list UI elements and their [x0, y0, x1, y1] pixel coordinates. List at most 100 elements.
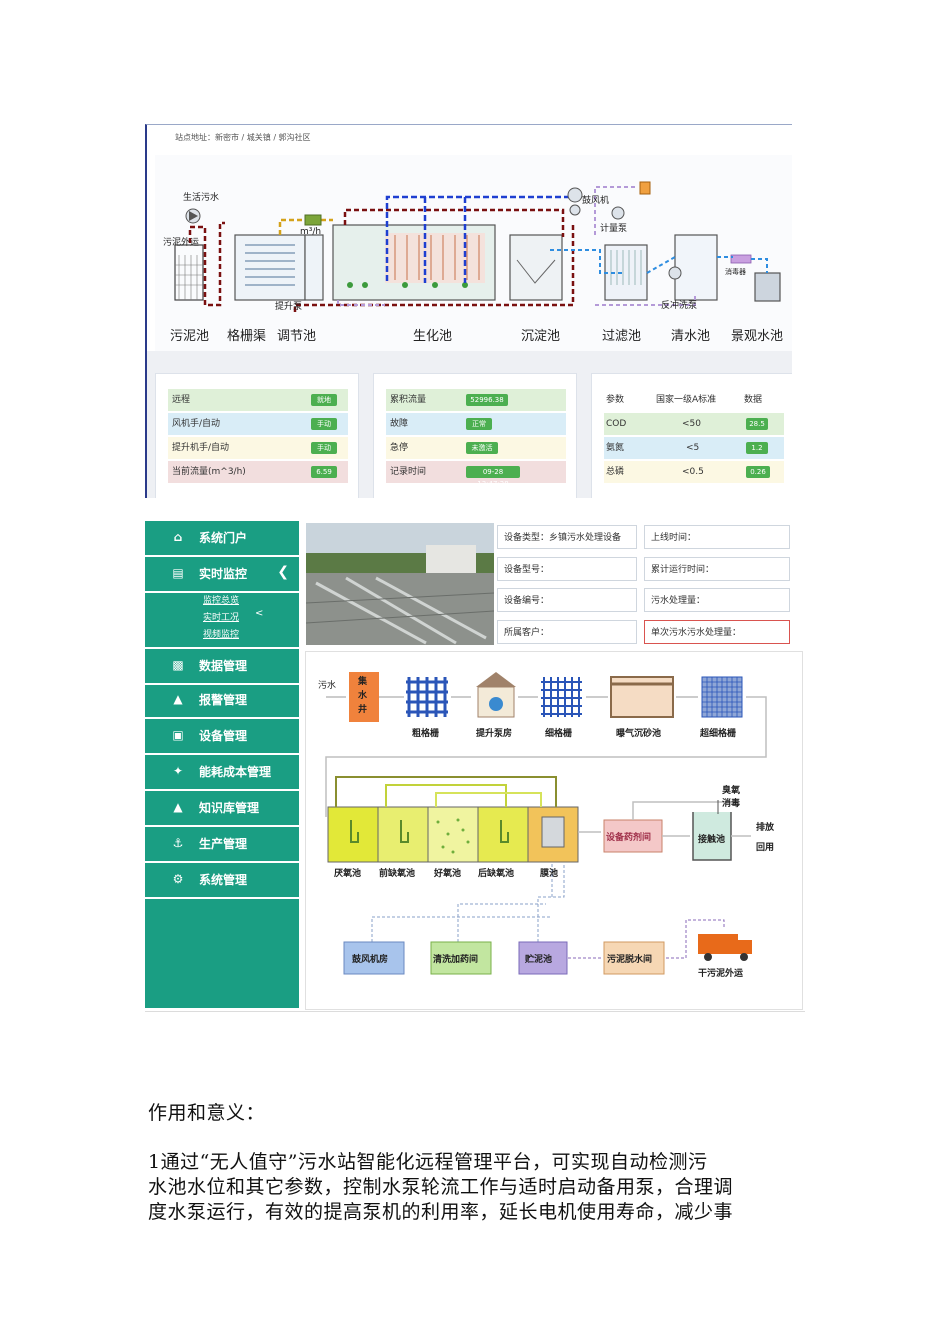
aerobic-tank-shape: [427, 806, 479, 863]
outlet-reuse-label: 回用: [756, 843, 775, 853]
status-row: 远程 就地: [168, 389, 348, 411]
outlet-discharge-label: 排放: [756, 823, 775, 833]
label-blower: 鼓风机: [582, 196, 610, 206]
sludge-pipe: [188, 221, 225, 307]
recycle-line-3: [435, 792, 542, 807]
coarse-screen-label: 粗格栅: [412, 729, 440, 739]
paragraph-line-2: 水池水位和其它参数，控制水泵轮流工作与适时启动备用泵，合理调: [148, 1176, 734, 1198]
anaerobic-tank-shape: [327, 806, 379, 863]
nav-item-realtime[interactable]: ▤ 实时监控 ❮: [145, 557, 299, 593]
quality-badge: 28.5: [746, 418, 768, 430]
landscape-pool-shape: [754, 272, 781, 302]
filter-media: [610, 250, 642, 285]
tank-label-regulating: 调节池: [277, 329, 317, 344]
clear-water-tank-shape: [674, 234, 718, 301]
graduation-cap-icon: ▲: [173, 800, 183, 814]
status-row: 当前流量(m^3/h) 6.59: [168, 461, 348, 483]
platform-screenshot: ⌂ 系统门户 ▤ 实时监控 ❮ 监控总览 实时工况 < 视频监控 ▩ 数据管理 …: [145, 521, 805, 1012]
label-backwash-pump: 反冲洗泵: [661, 301, 698, 311]
dosing-pump-icon: [611, 206, 625, 220]
post-anoxic-label: 后缺氧池: [478, 869, 515, 879]
quality-row: COD <50 28.5: [604, 413, 784, 435]
anchor-icon: ⚓: [172, 836, 184, 850]
subnav-video[interactable]: 视频监控: [203, 630, 240, 640]
lift-pump-house-label: 提升泵房: [476, 729, 513, 739]
flow-badge: 52996.38: [466, 394, 508, 406]
air-line: [371, 916, 552, 942]
subnav-realtime[interactable]: 实时工况: [203, 613, 240, 623]
cleaning-dosing-label: 清洗加药间: [433, 955, 479, 965]
pre-anoxic-label: 前缺氧池: [379, 869, 416, 879]
status-badge: 手动: [311, 418, 337, 430]
nav-item-device[interactable]: ▣ 设备管理: [145, 719, 299, 755]
quality-row: 氨氮 <5 1.2: [604, 437, 784, 459]
collect-well-shape: [349, 672, 379, 722]
device-number-field: 设备编号：: [497, 588, 637, 612]
bio-media: [394, 235, 480, 280]
collect-well-label-3: 井: [358, 705, 368, 715]
dosing-pipe: [594, 186, 635, 235]
dosing-tank-icon: [639, 181, 651, 195]
chevron-left-icon[interactable]: <: [255, 608, 264, 619]
label-flow-unit: m³/h: [300, 227, 322, 237]
nav-item-portal[interactable]: ⌂ 系统门户: [145, 521, 299, 557]
ozone-label-1: 臭氧: [722, 786, 741, 796]
chem-line: [457, 903, 546, 942]
dosing-room-shape: [603, 819, 663, 853]
fine-screen-shape: [541, 677, 582, 717]
sludge-dewatering-label: 污泥脱水间: [607, 955, 653, 965]
process-flow: 污水 集 水 井 粗格栅 提升泵房 细格栅 曝气沉砂池 超细格栅 厌氧池 前缺氧…: [305, 651, 803, 1010]
sludge-line: [537, 864, 565, 942]
monitor-icon: ▤: [172, 566, 184, 580]
overflow-pipe: [337, 300, 385, 306]
nav-item-alarm[interactable]: ▲ 报警管理: [145, 683, 299, 719]
subnav-overview[interactable]: 监控总览: [203, 596, 240, 606]
flow-panel: 累积流量 52996.38 故障 正常 急停 未激活 记录时间 09-28 13…: [373, 373, 577, 498]
sedimentation-tank-shape: [509, 234, 563, 301]
chevron-left-icon[interactable]: ❮: [277, 564, 289, 580]
quality-badge: 1.2: [746, 442, 768, 454]
plant-photo: [306, 523, 494, 645]
truck-body: [698, 934, 738, 954]
settling-cone: [516, 259, 556, 284]
return-sludge-pipe: [343, 208, 565, 237]
nav-item-production[interactable]: ⚓ 生产管理: [145, 827, 299, 863]
fine-screen-label: 细格栅: [545, 729, 573, 739]
device-type-field: 设备类型：乡镇污水处理设备: [497, 525, 637, 549]
site-address: 站点地址：新密市 / 城关镇 / 郭沟社区: [175, 133, 311, 142]
flow-badge: 未激活: [466, 442, 498, 454]
nav-item-knowledge[interactable]: ▲ 知识库管理: [145, 791, 299, 827]
treatment-volume-field: 污水处理量：: [644, 588, 790, 612]
aerobic-label: 好氧池: [434, 869, 462, 879]
runtime-field: 累计运行时间：: [644, 557, 790, 581]
flow-badge: 09-28 13:47:28: [466, 466, 520, 488]
membrane-label: 膜池: [540, 869, 559, 879]
sludge-dewatering-shape: [603, 941, 665, 975]
pump-house-roof: [476, 672, 516, 687]
home-icon: ⌂: [173, 530, 183, 544]
nav-item-energy[interactable]: ✦ 能耗成本管理: [145, 755, 299, 791]
label-domestic-sewage: 生活污水: [183, 193, 220, 203]
inlet-pump-triangle: [189, 211, 198, 221]
flow-row: 累积流量 52996.38: [386, 389, 566, 411]
return-pipe-bottom: [293, 225, 575, 315]
coarse-screen-shape: [406, 677, 448, 717]
section-heading: 作用和意义：: [148, 1102, 266, 1124]
gear-icon: ⚙: [172, 872, 184, 886]
label-dosing-pump: 计量泵: [600, 224, 628, 234]
process-diagram-svg: [174, 181, 781, 315]
backwash-pump-icon: [668, 266, 682, 280]
paragraph-line-3: 度水泵运行，有效的提高泵机的利用率，延长电机使用寿命，减少事: [148, 1201, 734, 1223]
nav-item-system[interactable]: ⚙ 系统管理: [145, 863, 299, 899]
air-pipe-main: [385, 195, 570, 283]
water-pipe-2: [646, 256, 676, 274]
quality-badge: 0.26: [746, 466, 770, 478]
anaerobic-label: 厌氧池: [334, 869, 362, 879]
flow-badge: 正常: [466, 418, 492, 430]
flow-connector: [325, 696, 767, 817]
aerated-grit-label: 曝气沉砂池: [616, 729, 662, 739]
pump-icon: [489, 697, 503, 711]
nav-item-data[interactable]: ▩ 数据管理: [145, 647, 299, 685]
blower-room-shape: [343, 941, 405, 975]
plane-icon: ✦: [172, 764, 184, 778]
